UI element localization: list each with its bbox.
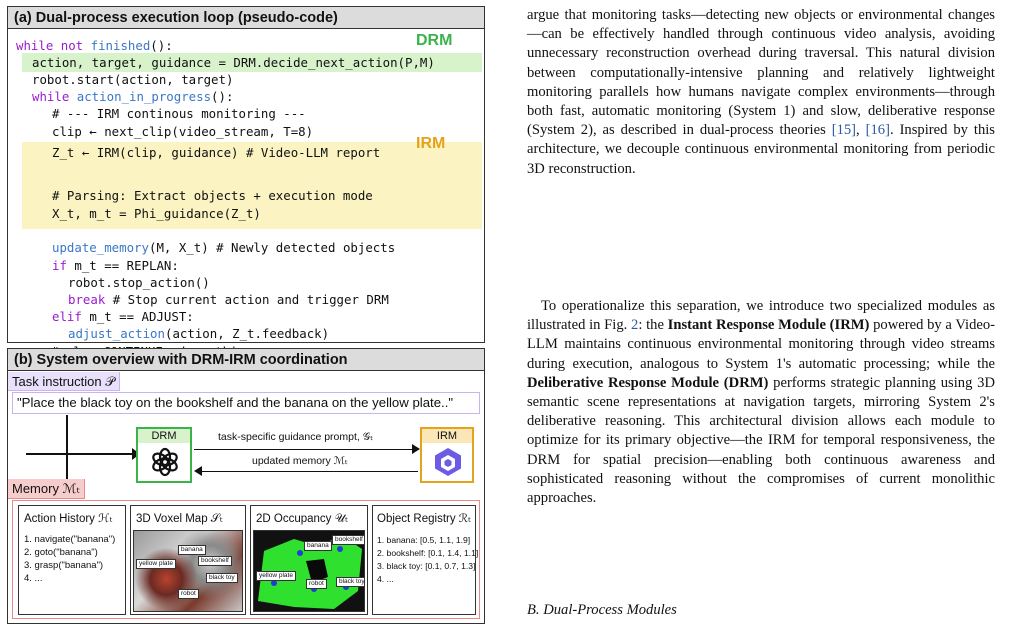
arrow-head-to-drm-2 bbox=[194, 466, 202, 476]
panel-a: (a) Dual-process execution loop (pseudo-… bbox=[7, 6, 485, 343]
qwen-logo-icon bbox=[435, 448, 461, 476]
guidance-arrow-label: task-specific guidance prompt, 𝒢ₜ bbox=[218, 431, 374, 443]
irm-tag: IRM bbox=[416, 135, 446, 152]
code-line-3: robot.start(action, target) bbox=[32, 72, 234, 87]
memory-container bbox=[12, 500, 480, 619]
panel-b-title: (b) System overview with DRM-IRM coordin… bbox=[8, 349, 484, 371]
code-line-14: elif m_t == ADJUST: bbox=[52, 309, 194, 324]
citation-16[interactable]: [16] bbox=[865, 122, 890, 139]
code-line-15: adjust_action(action, Z_t.feedback) bbox=[68, 326, 330, 341]
voxel-map: 3D Voxel Map 𝒮ₜ banana bookshelf yellow … bbox=[130, 505, 246, 615]
code-line-9: X_t, m_t = Phi_guidance(Z_t) bbox=[52, 206, 261, 221]
drm-highlight bbox=[22, 53, 482, 72]
panel-b: (b) System overview with DRM-IRM coordin… bbox=[7, 348, 485, 624]
code-line-5: # --- IRM continous monitoring --- bbox=[52, 106, 306, 121]
occupancy-map: 2D Occupancy 𝒰ₜ banana bookshelf yellow … bbox=[250, 505, 368, 615]
figure-link[interactable]: 2 bbox=[631, 317, 639, 334]
irm-highlight bbox=[22, 142, 482, 229]
section-heading: B. Dual-Process Modules bbox=[527, 602, 677, 618]
drm-tag: DRM bbox=[416, 32, 453, 49]
openai-logo-icon bbox=[152, 447, 178, 477]
code-line-6: clip ← next_clip(video_stream, T=8) bbox=[52, 124, 314, 139]
code-line-8: # Parsing: Extract objects + execution m… bbox=[52, 188, 373, 203]
arrow-head-to-irm bbox=[412, 444, 420, 454]
drm-module: DRM bbox=[136, 427, 192, 483]
voxel-map-image: banana bookshelf yellow plate black toy … bbox=[133, 530, 243, 612]
code-line-10: update_memory(M, X_t) # Newly detected o… bbox=[52, 240, 396, 255]
paragraph-1: argue that monitoring tasks—detecting ne… bbox=[527, 7, 995, 177]
code-line-12: robot.stop_action() bbox=[68, 275, 210, 290]
code-line-7: Z_t ← IRM(clip, guidance) # Video-LLM re… bbox=[52, 145, 381, 160]
code-line-13: break # Stop current action and trigger … bbox=[68, 292, 389, 307]
irm-module: IRM bbox=[420, 427, 474, 483]
task-instruction-label: Task instruction 𝒫 bbox=[8, 372, 120, 391]
code-line-1: while not finished(): bbox=[16, 38, 173, 53]
memory-label: Memory ℳₜ bbox=[8, 479, 86, 499]
action-history: Action History ℋₜ 1. navigate("banana") … bbox=[18, 505, 126, 615]
task-instruction-text: "Place the black toy on the bookshelf an… bbox=[12, 392, 480, 414]
panel-a-title: (a) Dual-process execution loop (pseudo-… bbox=[8, 7, 484, 29]
occupancy-image: banana bookshelf yellow plate robot blac… bbox=[253, 530, 365, 612]
code-line-2: action, target, guidance = DRM.decide_ne… bbox=[32, 55, 435, 70]
memory-arrow-label: updated memory ℳₜ bbox=[252, 455, 349, 467]
citation-15[interactable]: [15] bbox=[831, 122, 857, 139]
code-line-11: if m_t == REPLAN: bbox=[52, 258, 179, 273]
paragraph-2: To operationalize this separation, we in… bbox=[527, 298, 996, 507]
object-registry: Object Registry ℛₜ 1. banana: [0.5, 1.1,… bbox=[372, 505, 478, 615]
code-line-4: while action_in_progress(): bbox=[32, 89, 234, 104]
